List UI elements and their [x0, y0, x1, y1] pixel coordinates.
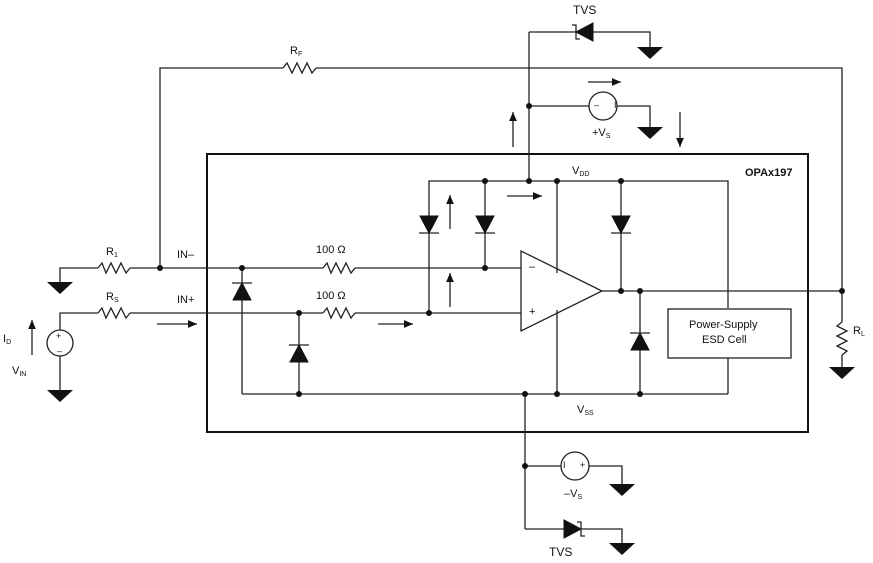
- junction-dots: [157, 103, 845, 469]
- in-plus-label: IN+: [177, 294, 195, 306]
- r1-label: R1: [106, 246, 118, 260]
- rf-label: RF: [290, 45, 303, 59]
- tvs-top-bar: [572, 24, 580, 40]
- plus-vs-source-minus: –: [594, 100, 600, 110]
- vin-source-plus: +: [56, 331, 62, 341]
- ground-icon: [609, 543, 635, 555]
- tvs-top-diode: [574, 22, 594, 42]
- rf-resistor: [282, 61, 317, 75]
- ground-icon: [637, 47, 663, 59]
- minus-vs-ground-wire: [589, 465, 623, 484]
- rf-right-wire: [316, 67, 843, 322]
- ground-icon: [47, 282, 73, 294]
- opamp-minus-sign: –: [529, 261, 536, 273]
- diode-icon: [419, 215, 439, 235]
- esd-cell-line2: ESD Cell: [702, 334, 747, 346]
- rs-resistor: [97, 306, 131, 320]
- res-100-plus: [322, 306, 356, 320]
- device-name: OPAx197: [745, 167, 793, 179]
- device-boundary: [206, 153, 809, 433]
- ground-icon: [609, 484, 635, 496]
- minus-vs-label: –VS: [564, 488, 583, 502]
- tvs-bottom-label: TVS: [549, 545, 573, 559]
- minus-vs-source-plus: +: [580, 460, 586, 470]
- diode-icon: [630, 331, 650, 351]
- res-100-minus: [322, 261, 356, 275]
- rs-left-wire: [59, 312, 98, 330]
- ground-icon: [47, 390, 73, 402]
- vin-label: VIN: [12, 365, 27, 379]
- rs-label: RS: [106, 291, 119, 305]
- in-minus-label: IN–: [177, 249, 195, 261]
- r1-left-wire: [59, 267, 98, 282]
- diode-icon: [232, 281, 252, 301]
- diode-icon: [611, 215, 631, 235]
- rf-left-wire: [159, 67, 283, 268]
- plus-vs-source-bar: I: [614, 100, 617, 110]
- diode-icon: [475, 215, 495, 235]
- plus-vs-ground-wire: [617, 105, 651, 127]
- ground-icon: [637, 127, 663, 139]
- tvs-bottom-diode: [563, 519, 583, 539]
- r1-resistor: [97, 261, 131, 275]
- tvs-bottom-ground-wire: [581, 528, 623, 543]
- vss-label: VSS: [577, 404, 594, 418]
- ground-icon: [829, 367, 855, 379]
- vin-source-minus: –: [57, 346, 63, 356]
- rl-resistor: [835, 321, 849, 356]
- diode-icon: [289, 343, 309, 363]
- res-100-plus-label: 100 Ω: [316, 290, 346, 302]
- esd-cell-box: [667, 308, 792, 359]
- id-label: ID: [3, 333, 12, 347]
- rl-label: RL: [853, 325, 865, 339]
- tvs-top-label: TVS: [573, 3, 597, 17]
- esd-cell-line1: Power-Supply: [689, 319, 758, 331]
- tvs-top-ground-wire: [593, 31, 651, 47]
- res-100-minus-label: 100 Ω: [316, 244, 346, 256]
- minus-vs-source-bar: I: [563, 460, 566, 470]
- opamp-triangle: [520, 249, 604, 333]
- vdd-rail-wire: [428, 180, 729, 313]
- vdd-label: VDD: [572, 165, 590, 179]
- plus-vs-label: +VS: [592, 127, 611, 141]
- opamp-plus-sign: +: [529, 306, 536, 318]
